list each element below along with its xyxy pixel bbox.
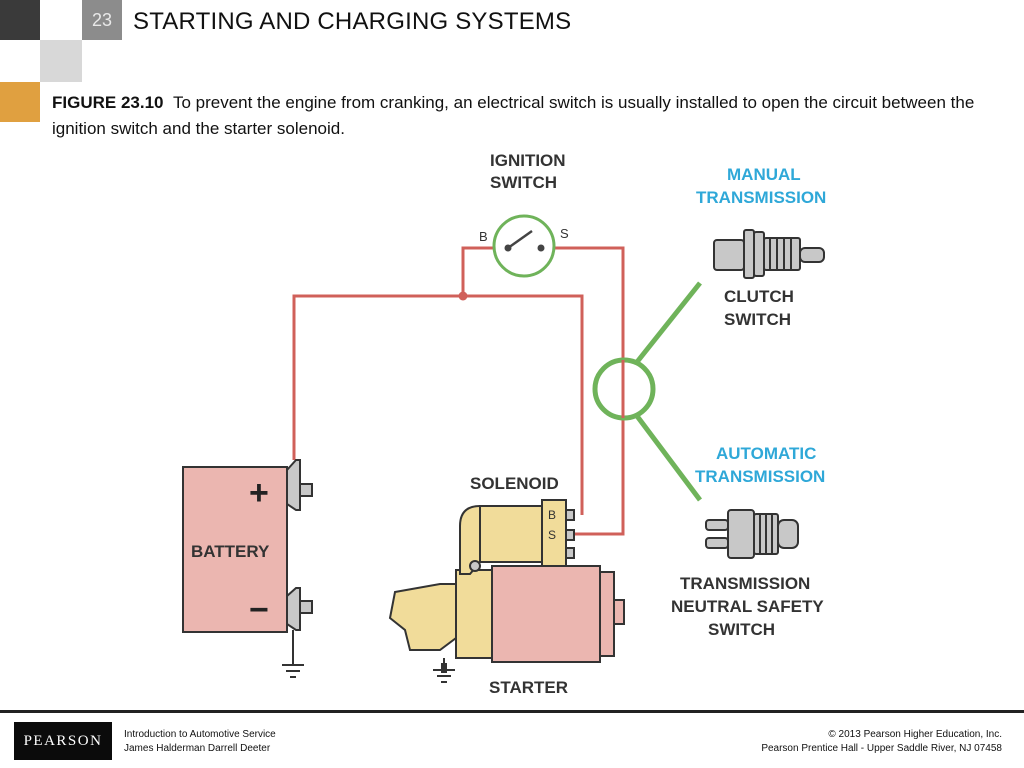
neutral-safety-switch-icon [705, 509, 799, 559]
solenoid-label: SOLENOID [470, 474, 559, 493]
wheel-thumbnail [40, 40, 82, 82]
neutral-label-line2: NEUTRAL SAFETY [671, 597, 824, 616]
battery-positive-sign: + [249, 474, 269, 512]
pearson-logo: PEARSON [14, 722, 112, 760]
battery [182, 459, 313, 678]
figure-label: FIGURE 23.10 [52, 93, 164, 112]
circuit-wires [292, 246, 625, 536]
sports-car-thumbnail [0, 82, 40, 122]
starter-motor [388, 565, 625, 683]
starter-label: STARTER [489, 678, 568, 697]
ignition-terminal-b: B [479, 229, 488, 244]
manual-label-line1: MANUAL [727, 165, 801, 184]
automatic-label-line2: TRANSMISSION [695, 467, 825, 486]
ignition-label-line2: SWITCH [490, 173, 557, 192]
footer-authors: James Halderman Darrell Deeter [124, 743, 271, 754]
solenoid [459, 499, 575, 575]
wire-junction [458, 291, 468, 301]
ignition-switch [492, 214, 556, 278]
ignition-label-line1: IGNITION [490, 151, 566, 170]
neutral-label-line3: SWITCH [708, 620, 775, 639]
figure-caption: FIGURE 23.10 To prevent the engine from … [52, 90, 982, 142]
footer-copyright: © 2013 Pearson Higher Education, Inc. [828, 729, 1002, 740]
starter-circuit-diagram: IGNITION SWITCH B S MANUAL TRANSMISSION … [182, 151, 826, 697]
safety-switch-indicator [592, 281, 702, 502]
battery-label: BATTERY [191, 542, 270, 561]
clutch-label-line1: CLUTCH [724, 287, 794, 306]
figure-caption-text: To prevent the engine from cranking, an … [52, 93, 975, 138]
clutch-label-line2: SWITCH [724, 310, 791, 329]
neutral-label-line1: TRANSMISSION [680, 574, 810, 593]
automatic-label-line1: AUTOMATIC [716, 444, 816, 463]
car-thumbnail [0, 0, 40, 40]
solenoid-terminal-s: S [548, 528, 556, 542]
manual-label-line2: TRANSMISSION [696, 188, 826, 207]
header-thumbnail-strip [0, 0, 82, 122]
footer-divider [0, 710, 1024, 713]
ignition-terminal-s: S [560, 226, 569, 241]
chapter-number-badge: 23 [82, 0, 122, 40]
slide-title: STARTING AND CHARGING SYSTEMS [133, 8, 572, 35]
footer-publisher: Pearson Prentice Hall - Upper Saddle Riv… [761, 743, 1002, 754]
footer-book-title: Introduction to Automotive Service [124, 729, 276, 740]
battery-negative-sign: − [249, 591, 269, 629]
solenoid-terminal-b: B [548, 508, 556, 522]
clutch-switch-icon [713, 229, 825, 279]
